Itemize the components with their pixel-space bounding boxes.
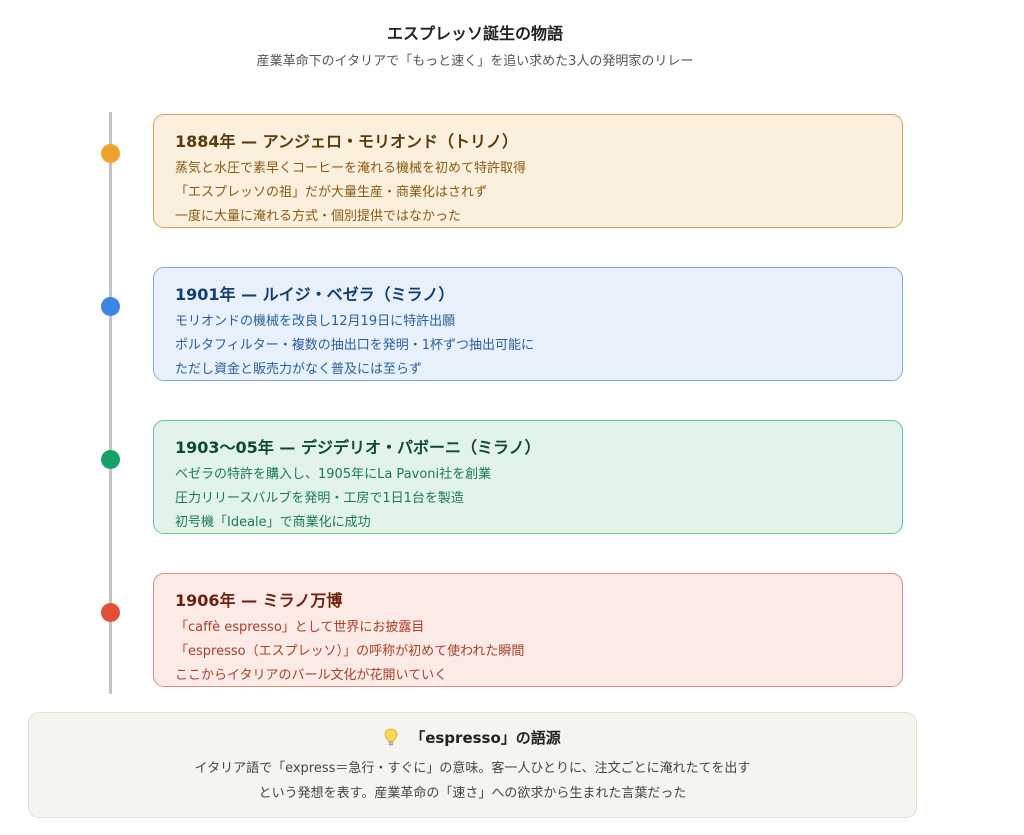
note-line: という発想を表す。産業革命の「速さ」への欲求から生まれた言葉だった [258,786,687,801]
card-title: 1884年 — アンジェロ・モリオンド（トリノ） [175,132,519,151]
lightbulb-icon [384,728,398,746]
timeline-dot-1884 [101,144,120,163]
timeline-dot-1903 [101,450,120,469]
page-subtitle: 産業革命下のイタリアで「もっと速く」を追い求めた3人の発明家のリレー [256,54,694,69]
card-line: 初号機「Ideale」で商業化に成功 [175,515,371,530]
note-line: イタリア語で「express＝急行・すぐに」の意味。客一人ひとりに、注文ごとに淹… [194,761,751,776]
note-heading: 「espresso」の語源 [410,729,561,747]
timeline-card-1901: 1901年 — ルイジ・ベゼラ（ミラノ） モリオンドの機械を改良し12月19日に… [153,267,903,381]
card-line: 蒸気と水圧で素早くコーヒーを淹れる機械を初めて特許取得 [175,161,527,176]
card-line: ポルタフィルター・複数の抽出口を発明・1杯ずつ抽出可能に [175,338,535,353]
timeline-card-1903: 1903〜05年 — デジデリオ・パボーニ（ミラノ） ベゼラの特許を購入し、19… [153,420,903,534]
timeline-dot-1901 [101,297,120,316]
timeline-card-1906: 1906年 — ミラノ万博 「caffè espresso」として世界にお披露目… [153,573,903,687]
card-line: 一度に大量に淹れる方式・個別提供ではなかった [175,209,462,224]
card-line: 圧力リリースバルブを発明・工房で1日1台を製造 [175,491,464,506]
card-line: ベゼラの特許を購入し、1905年にLa Pavoni社を創業 [175,467,492,482]
timeline-dot-1906 [101,603,120,622]
card-line: 「caffè espresso」として世界にお披露目 [175,620,425,635]
timeline-card-1884: 1884年 — アンジェロ・モリオンド（トリノ） 蒸気と水圧で素早くコーヒーを淹… [153,114,903,228]
card-line: 「espresso（エスプレッソ）」の呼称が初めて使われた瞬間 [175,644,525,659]
page-title: エスプレッソ誕生の物語 [386,24,563,43]
card-title: 1906年 — ミラノ万博 [175,591,343,610]
card-title: 1903〜05年 — デジデリオ・パボーニ（ミラノ） [175,438,541,457]
note-heading-row: 「espresso」の語源 [29,727,916,749]
etymology-note: 「espresso」の語源 イタリア語で「express＝急行・すぐに」の意味。… [28,712,917,818]
card-line: モリオンドの機械を改良し12月19日に特許出願 [175,314,456,329]
card-line: ただし資金と販売力がなく普及には至らず [175,362,422,377]
card-line: ここからイタリアのバール文化が花開いていく [175,668,448,683]
card-title: 1901年 — ルイジ・ベゼラ（ミラノ） [175,285,455,304]
timeline-line [109,112,112,694]
card-line: 「エスプレッソの祖」だが大量生産・商業化はされず [175,185,488,200]
